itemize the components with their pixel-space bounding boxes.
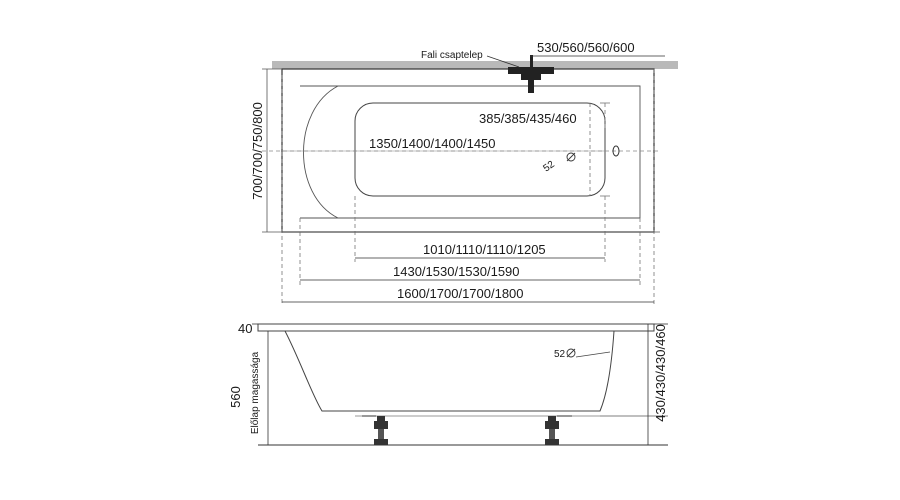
inner-rim-length-dimension: 1430/1530/1530/1590 (393, 264, 520, 279)
tub-body-profile (284, 330, 615, 412)
faucet-label: Fali csaptelep (421, 50, 483, 61)
side-view: 40 52 Előlap magassága 560 430/430/430/4… (228, 321, 668, 446)
overflow-hole (612, 145, 620, 157)
head-end-curve (303, 85, 339, 219)
front-panel-height-dimension: 560 (228, 386, 243, 408)
bottom-length-dimension: 1010/1110/1110/1205 (423, 242, 546, 257)
drain-leader-line (575, 351, 611, 358)
faucet-height-dimension: 530/560/560/600 (537, 40, 635, 55)
drain-size-label: 52 (541, 159, 557, 175)
drain-circle-slash (566, 152, 576, 162)
rim-thickness-dimension: 40 (238, 321, 252, 336)
drain-symbol (566, 348, 576, 358)
inner-length-dimension: 1350/1400/1400/1450 (369, 136, 496, 151)
tub-basin (354, 102, 606, 197)
wall-faucet-icon (508, 55, 554, 93)
drain-symbol-slash (566, 348, 576, 358)
front-panel-label: Előlap magassága (250, 351, 261, 434)
top-view: Fali csaptelep 530/560/560/600 385/385/4… (250, 40, 678, 306)
tub-inner-rim (300, 85, 641, 219)
wall-strip (272, 61, 678, 69)
drain-circle (566, 152, 576, 162)
total-length-dimension: 1600/1700/1700/1800 (397, 286, 524, 301)
inner-width-dimension: 385/385/435/460 (479, 111, 577, 126)
tub-rim-profile (257, 323, 655, 332)
tub-width-dimension: 700/700/750/800 (250, 102, 265, 200)
support-leg-right-icon (545, 415, 572, 445)
depth-dimension: 430/430/430/460 (653, 324, 668, 422)
drain-size-label: 52 (554, 349, 566, 360)
faucet-leader-line (486, 55, 520, 68)
support-leg-left-icon (362, 415, 388, 445)
